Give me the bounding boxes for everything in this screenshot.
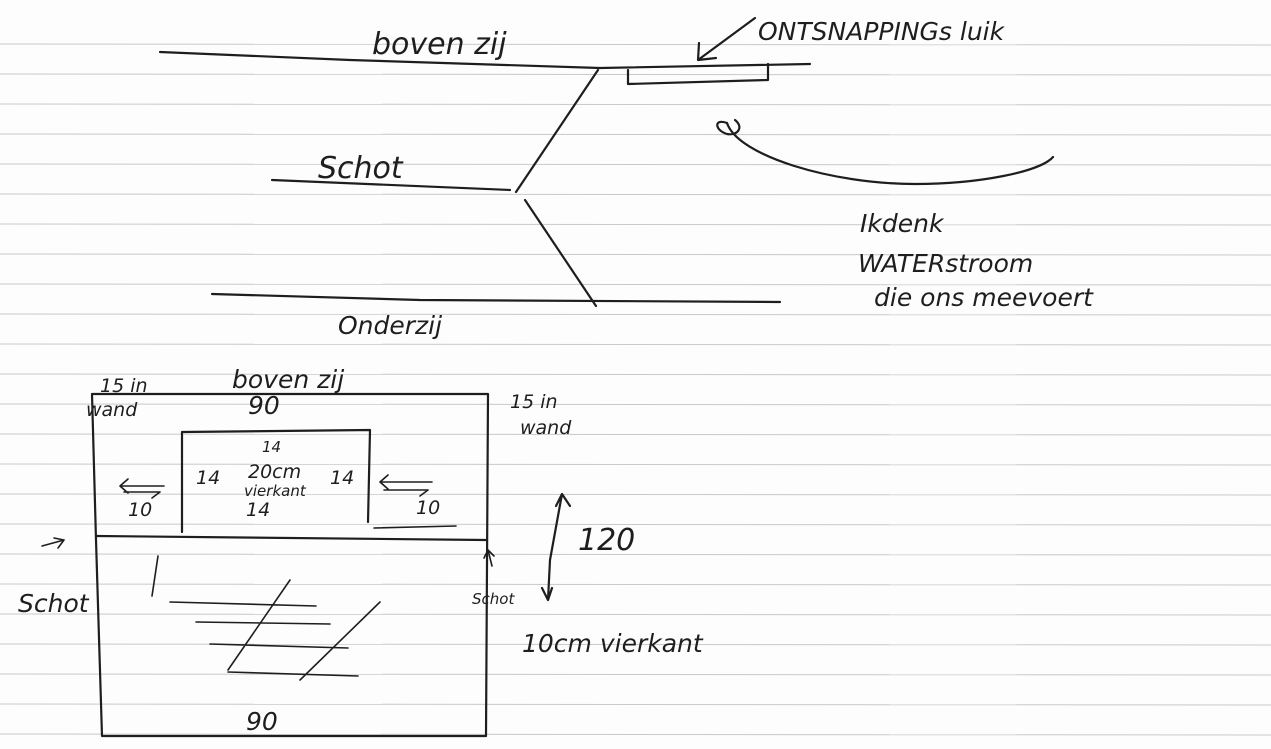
right-gap-dim: 10 xyxy=(416,497,440,519)
top-label-schot: Schot xyxy=(318,151,404,186)
rule-line xyxy=(0,733,1271,736)
hatch-underline xyxy=(373,525,457,529)
hatch-size-label: 20cm xyxy=(248,461,301,483)
rule-line xyxy=(0,73,1271,76)
rule-line xyxy=(0,133,1271,136)
right-wall-dim-1: 15 in xyxy=(510,391,558,413)
left-gap-arrow xyxy=(119,478,165,499)
top-surface-line xyxy=(158,50,812,70)
top-label-bovenzij: boven zij xyxy=(372,27,507,62)
rule-line xyxy=(0,463,1271,466)
height-arrow xyxy=(540,492,572,602)
rule-line xyxy=(0,43,1271,46)
left-schot-pointer xyxy=(41,537,65,549)
note-line-2: WATERstroom xyxy=(858,249,1033,278)
left-gap-dim: 10 xyxy=(128,499,152,521)
right-schot-pointer xyxy=(483,549,495,567)
hatch-bottom-dim: 14 xyxy=(246,499,270,521)
rule-line xyxy=(0,493,1271,496)
left-wall-dim-1: 15 in xyxy=(100,375,148,397)
box-outline xyxy=(90,392,490,738)
bottom-diagram: boven zij 15 in wand 15 in wand 90 90 14… xyxy=(18,365,704,738)
hatch-arrow xyxy=(696,16,757,62)
width-top: 90 xyxy=(248,391,280,420)
right-schot-label: Schot xyxy=(472,590,515,608)
width-bottom: 90 xyxy=(246,707,278,736)
lower-sketch-lines xyxy=(151,555,381,681)
rule-line xyxy=(0,613,1271,616)
rule-line xyxy=(0,343,1271,346)
bottom-surface-line xyxy=(210,292,782,304)
bulkhead-line xyxy=(94,534,488,542)
rule-line xyxy=(0,163,1271,166)
schot-underline xyxy=(270,178,512,192)
left-schot-label: Schot xyxy=(18,589,90,618)
rule-line xyxy=(0,433,1271,436)
rule-line xyxy=(0,283,1271,286)
hatch-left-dim: 14 xyxy=(196,467,220,489)
rule-line xyxy=(0,313,1271,316)
right-wall-dim-2: wand xyxy=(520,417,572,439)
hatch-top-dim: 14 xyxy=(262,438,281,456)
caption-10cm: 10cm vierkant xyxy=(522,629,704,658)
left-wall-dim-2: wand xyxy=(86,399,138,421)
rule-line xyxy=(0,373,1271,376)
escape-hatch xyxy=(626,62,770,86)
rule-line xyxy=(0,103,1271,106)
top-diagram: boven zij ONTSNAPPINGs luik Schot Onderz… xyxy=(158,16,1094,340)
note-line-3: die ons meevoert xyxy=(874,283,1094,312)
bulkhead-upper xyxy=(514,68,600,194)
bottom-label-bovenzij: boven zij xyxy=(232,365,344,394)
right-gap-arrow xyxy=(379,474,433,497)
rule-line xyxy=(0,523,1271,526)
note-line-1: Ikdenk xyxy=(860,209,945,238)
escape-hatch-label: ONTSNAPPINGs luik xyxy=(758,17,1006,46)
height-dim: 120 xyxy=(578,523,635,558)
bulkhead-lower xyxy=(523,198,598,308)
hatch-right-dim: 14 xyxy=(330,467,354,489)
rule-line xyxy=(0,223,1271,226)
rule-line xyxy=(0,703,1271,706)
rule-line xyxy=(0,553,1271,556)
rule-line xyxy=(0,253,1271,256)
top-label-onderzij: Onderzij xyxy=(338,311,442,340)
hatch-shape-label: vierkant xyxy=(244,482,307,500)
rule-line xyxy=(0,193,1271,196)
inner-hatch-box xyxy=(180,428,372,534)
rule-line xyxy=(0,673,1271,676)
water-current-curve xyxy=(725,121,1055,186)
water-current-hook xyxy=(716,118,741,136)
rule-line xyxy=(0,583,1271,586)
rule-line xyxy=(0,403,1271,406)
